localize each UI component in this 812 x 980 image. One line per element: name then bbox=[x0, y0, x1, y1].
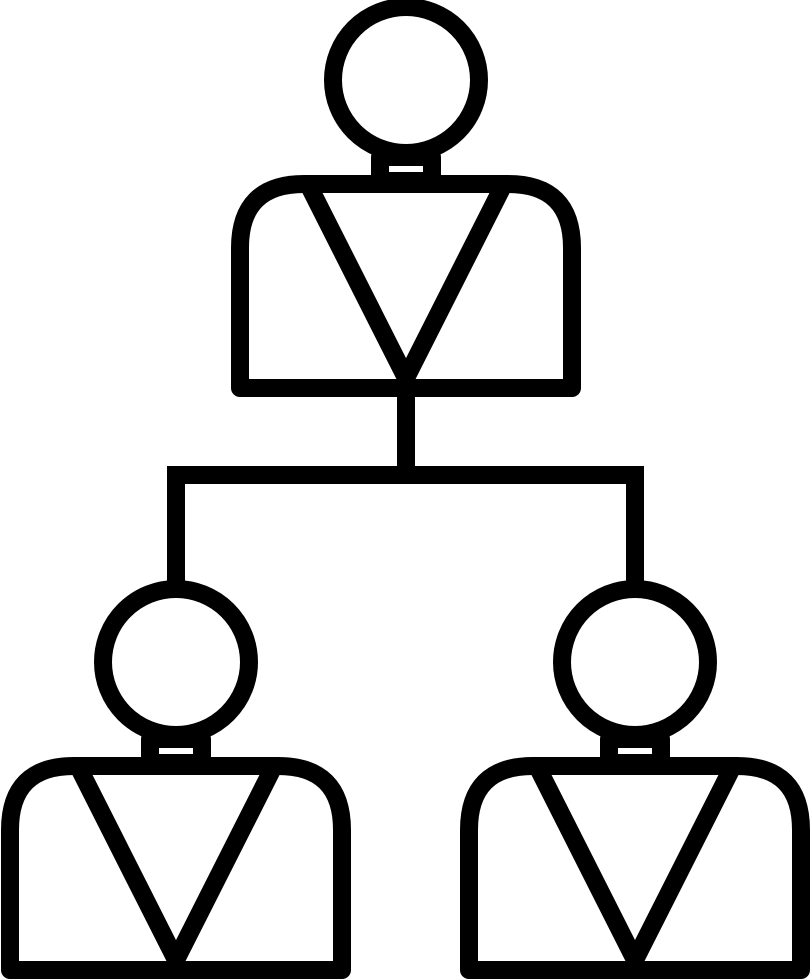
head-circle bbox=[324, 0, 488, 162]
torso bbox=[1, 757, 351, 979]
connector-lines bbox=[167, 396, 644, 582]
manager-person-icon bbox=[231, 0, 581, 397]
torso bbox=[460, 757, 810, 979]
v-collar bbox=[71, 761, 281, 969]
branch-line bbox=[167, 466, 644, 582]
report-person-icon bbox=[460, 580, 810, 979]
head-circle bbox=[553, 580, 717, 744]
head-circle bbox=[94, 580, 258, 744]
v-collar bbox=[301, 179, 511, 387]
report-person-icon bbox=[1, 580, 351, 979]
v-collar bbox=[530, 761, 740, 969]
torso bbox=[231, 175, 581, 397]
